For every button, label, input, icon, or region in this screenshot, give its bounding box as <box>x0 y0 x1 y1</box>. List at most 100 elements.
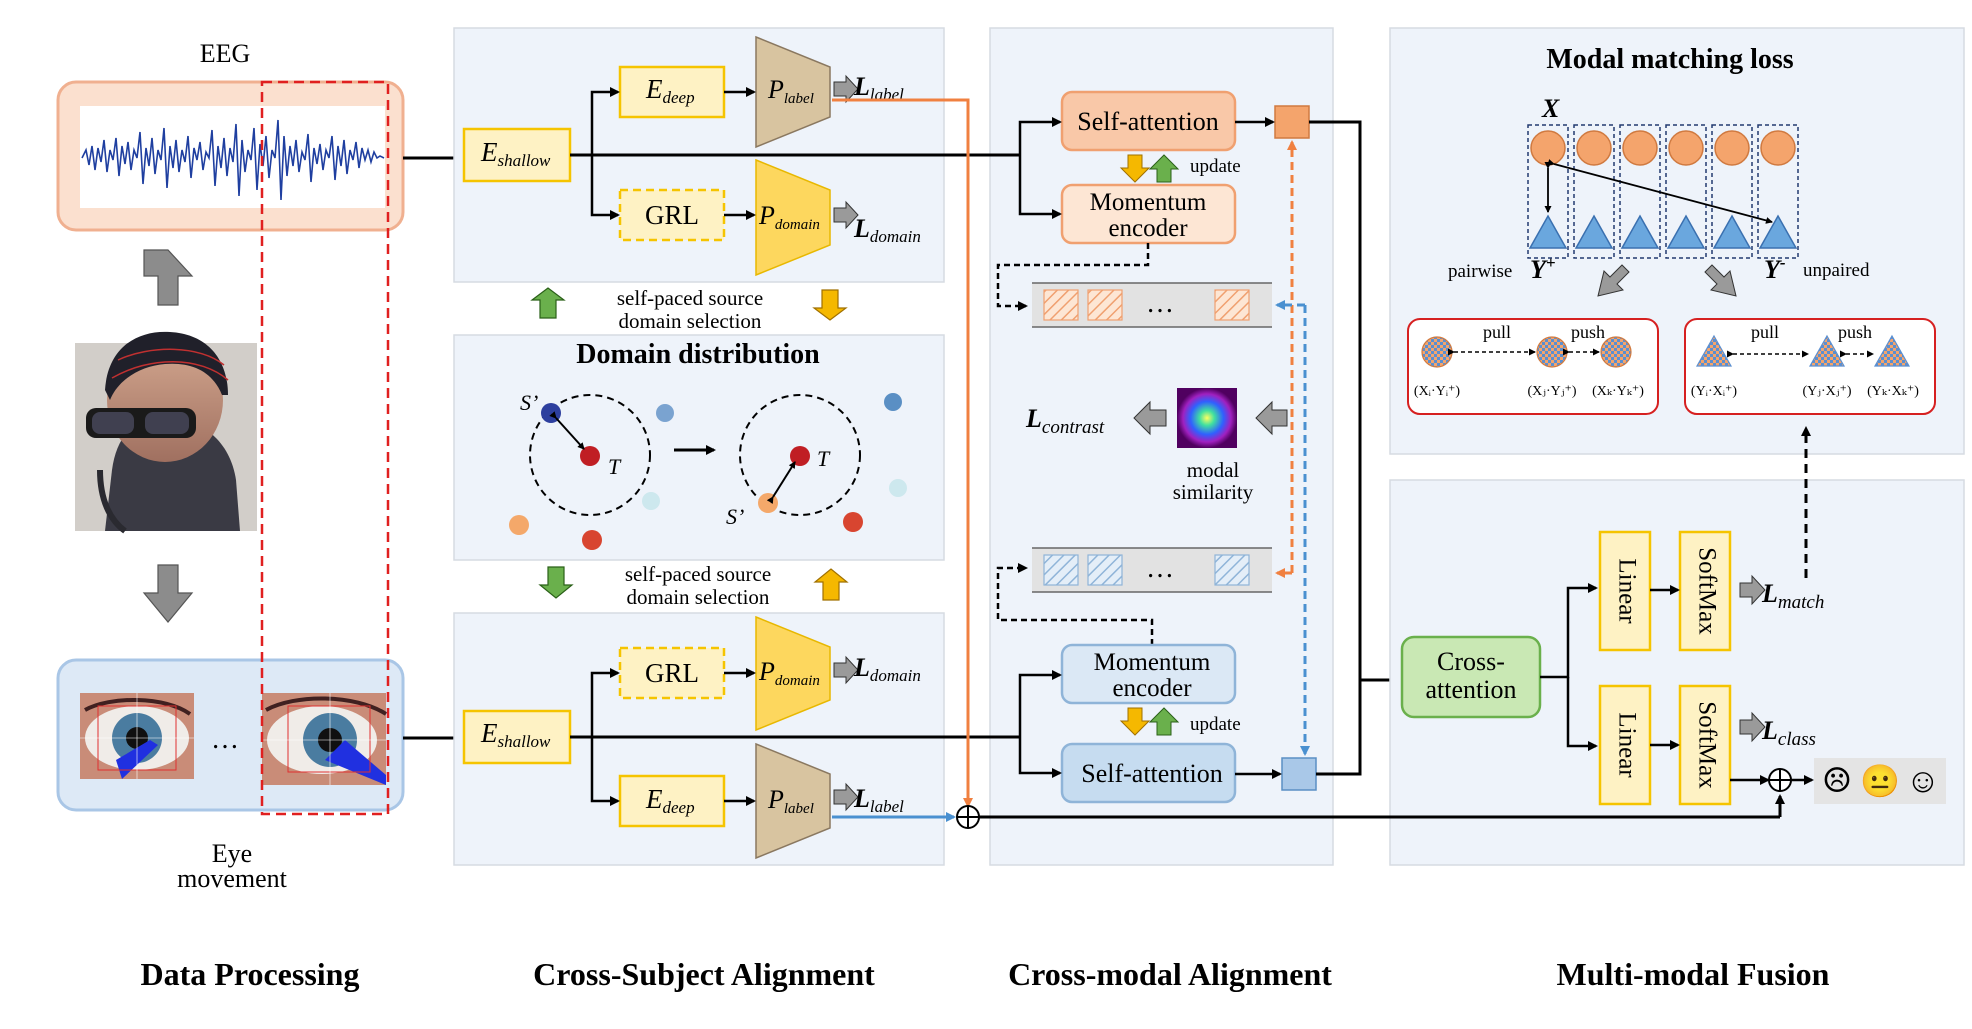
linear-bottom-label: Linear <box>1613 712 1640 778</box>
eye-update-label: update <box>1190 714 1241 735</box>
source-point-after <box>758 493 778 513</box>
eeg-e-deep-label: Edeep <box>645 74 695 107</box>
eeg-grl-box <box>618 188 726 242</box>
x-node <box>1530 130 1566 166</box>
green-up-arrow-icon <box>530 287 566 319</box>
eeg-feature-token <box>1274 105 1310 139</box>
y-node <box>1758 214 1798 249</box>
eye-e-shallow-box <box>462 709 572 765</box>
unpaired-down-arrow-icon <box>1704 264 1737 297</box>
pair-left-3: (Xₖ·Yₖ⁺) <box>1592 384 1644 399</box>
eye-queue-item <box>1087 554 1123 586</box>
domain-circle-before <box>529 394 651 516</box>
matching-title: Modal matching loss <box>1546 44 1793 75</box>
eye-e-deep-label: Edeep <box>645 784 695 817</box>
pair-node-icon <box>1421 336 1453 368</box>
ca-to-linear-top <box>1540 583 1598 679</box>
scatter-point <box>889 479 907 497</box>
orange-label-path <box>832 98 970 811</box>
ca-to-linear-bottom <box>1566 677 1598 751</box>
y-minus-label: Y- <box>1764 253 1786 284</box>
update-up-arrow-icon <box>1148 707 1180 736</box>
data-processing-section: EEG <box>56 39 405 893</box>
eye-l-domain: Ldomain <box>853 653 921 685</box>
down-arrow-icon <box>142 564 194 623</box>
unpaired-label: unpaired <box>1803 260 1870 281</box>
pairwise-example-box <box>1407 318 1659 415</box>
eeg-queue-item <box>1087 289 1123 321</box>
eye-to-momentum <box>1018 670 1062 737</box>
distance-before <box>549 411 585 450</box>
pair-node-icon <box>1536 336 1568 368</box>
pair-node-icon <box>1808 334 1846 367</box>
update-down-arrow-icon <box>1119 154 1151 183</box>
domain-circle-after <box>739 394 861 516</box>
eeg-l-label-arrow-icon <box>833 74 859 104</box>
domain-title: Domain distribution <box>576 339 820 370</box>
softmax-top-label: SoftMax <box>1693 547 1720 635</box>
l-match: Lmatch <box>1761 579 1824 613</box>
y-node <box>1712 214 1752 249</box>
eye-to-sa <box>1018 737 1062 778</box>
eye-momentum-line1: Momentum <box>1094 649 1211 676</box>
time-window-box <box>260 80 390 816</box>
softmax-bottom-label: SoftMax <box>1693 701 1720 789</box>
push-label: push <box>1571 322 1605 342</box>
softmax-bottom-box <box>1678 684 1732 806</box>
cross-modal-panel <box>989 27 1334 866</box>
y-node <box>1666 214 1706 249</box>
matching-columns <box>1527 124 1799 259</box>
eeg-momentum-line1: Momentum <box>1090 189 1207 216</box>
pair-node-icon <box>1695 334 1733 367</box>
modal-similarity-map <box>1177 388 1237 448</box>
eeg-branch-grl <box>590 155 620 220</box>
eeg-grl-label: GRL <box>645 200 699 230</box>
eye-branch-deep <box>590 737 620 806</box>
eeg-to-sa <box>1018 117 1062 155</box>
eeg-l-domain: Ldomain <box>853 214 921 246</box>
eeg-queue-ellipsis: … <box>1146 288 1174 319</box>
section-title-cross-modal: Cross-modal Alignment <box>1008 956 1332 992</box>
contrast-arrow-icon <box>1133 400 1167 436</box>
t-after: T <box>817 446 831 471</box>
eye-label-line1: Eye <box>212 839 252 868</box>
update-down-arrow-icon <box>1119 707 1151 736</box>
y-node <box>1620 214 1660 249</box>
class-arrow-icon <box>1739 711 1766 743</box>
section-title-data-processing: Data Processing <box>141 956 360 992</box>
scatter-point <box>642 492 660 510</box>
eeg-queue-item <box>1214 289 1250 321</box>
eye-p-domain-head <box>755 615 831 732</box>
similarity-in-arrow-icon <box>1255 400 1288 436</box>
linear-top-label: Linear <box>1613 558 1640 624</box>
l-contrast: Lcontrast <box>1025 404 1105 438</box>
eye-momentum-line2: encoder <box>1112 675 1192 702</box>
fusion-section: Modal matching loss X pairwise Y+ <box>979 27 1965 866</box>
pair-node-icon <box>1873 334 1911 367</box>
x-node <box>1760 130 1796 166</box>
x-node <box>1714 130 1750 166</box>
cross-attention-line2: attention <box>1426 675 1517 704</box>
pair-right-2: (Yⱼ·Xⱼ⁺) <box>1803 384 1852 399</box>
target-point-after <box>790 446 810 466</box>
neutral-face-icon: 😐 <box>1860 763 1900 799</box>
eeg-e-shallow-label: Eshallow <box>480 137 551 170</box>
x-node <box>1622 130 1658 166</box>
section-title-cross-subject: Cross-Subject Alignment <box>533 956 875 992</box>
selection-top-line2: domain selection <box>619 309 762 333</box>
eye-momentum-box <box>1060 643 1237 705</box>
eye-image-2 <box>262 693 388 785</box>
eye-p-domain-label: Pdomain <box>758 657 820 689</box>
eeg-label: EEG <box>200 39 251 68</box>
x-node <box>1576 130 1612 166</box>
happy-face-icon: ☺ <box>1906 763 1941 800</box>
eeg-momentum-line2: encoder <box>1108 215 1188 242</box>
cross-modal-section: Self-attention Momentum encoder update …… <box>570 27 1334 866</box>
eye-grl-box <box>618 646 726 700</box>
y-plus-label: Y+ <box>1530 253 1556 284</box>
y-node <box>1528 214 1568 249</box>
s-prime-after: S’ <box>726 504 744 529</box>
section-title-fusion: Multi-modal Fusion <box>1557 956 1830 992</box>
yellow-up-arrow-icon <box>813 568 849 601</box>
